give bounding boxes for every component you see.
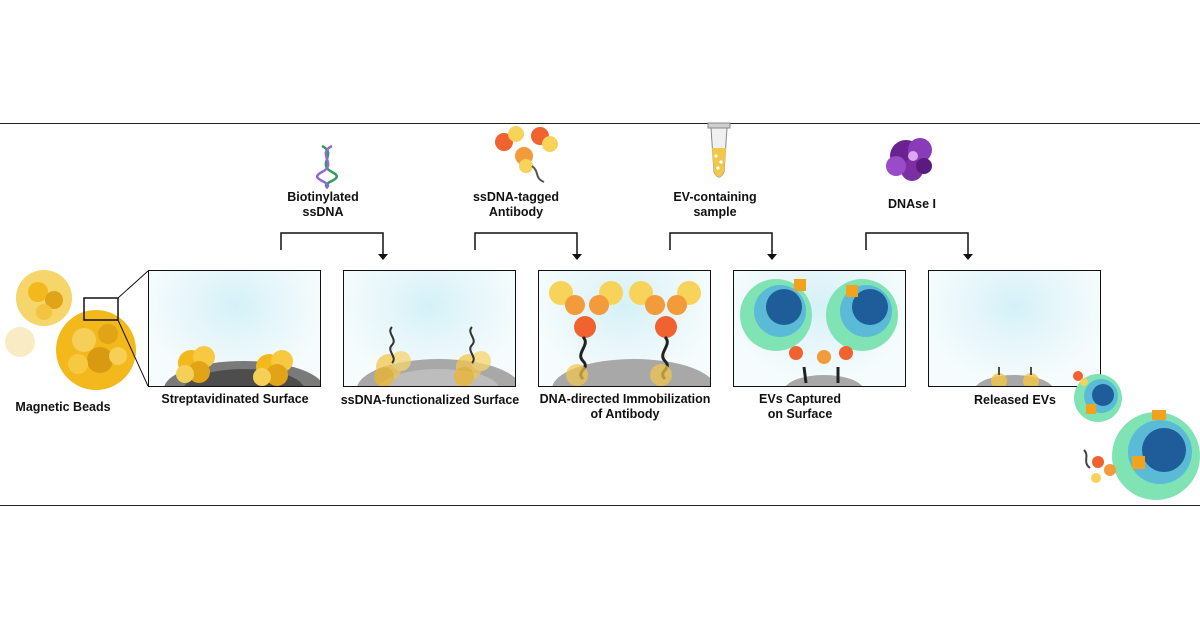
arrow-head-icon xyxy=(963,254,973,260)
panel-released xyxy=(928,270,1101,387)
ssdna-strand-icon xyxy=(389,326,475,364)
stage-label-released: Released EVs xyxy=(974,393,1056,407)
beads-label: Magnetic Beads xyxy=(15,400,111,414)
antibody-icon xyxy=(789,346,853,384)
dnase-enzyme-icon xyxy=(886,138,932,181)
released-ev-small-icon xyxy=(1073,371,1122,422)
top-rule xyxy=(0,123,1200,124)
panel-streptavidin xyxy=(148,270,321,387)
stage-label-ssdna: ssDNA-functionalized Surface xyxy=(340,393,520,407)
arrow-head-icon xyxy=(378,254,388,260)
dna-helix-icon xyxy=(316,144,338,190)
released-ev-large-icon xyxy=(1083,410,1200,500)
panel-ssdna xyxy=(343,270,516,387)
magnetic-bead-icon xyxy=(5,270,136,390)
antibody-icon xyxy=(549,281,701,381)
step-arrow-4 xyxy=(865,232,969,254)
arrow-head-icon xyxy=(572,254,582,260)
step-arrow-1 xyxy=(280,232,384,254)
arrow-head-icon xyxy=(767,254,777,260)
streptavidin-protein-icon xyxy=(176,346,293,386)
bottom-rule xyxy=(0,505,1200,506)
zoom-lines xyxy=(117,270,149,387)
panel-ev-captured xyxy=(733,270,906,387)
reagent-label-dnase: DNAse I xyxy=(888,197,936,211)
panel-antibody xyxy=(538,270,711,387)
sample-tube-icon xyxy=(707,122,731,178)
extracellular-vesicle-icon xyxy=(740,279,898,351)
stage-label-streptavidin: Streptavidinated Surface xyxy=(161,392,309,406)
antibody-icon xyxy=(495,126,558,183)
step-arrow-2 xyxy=(474,232,578,254)
step-arrow-3 xyxy=(669,232,773,254)
streptavidin-protein-icon xyxy=(374,351,491,386)
